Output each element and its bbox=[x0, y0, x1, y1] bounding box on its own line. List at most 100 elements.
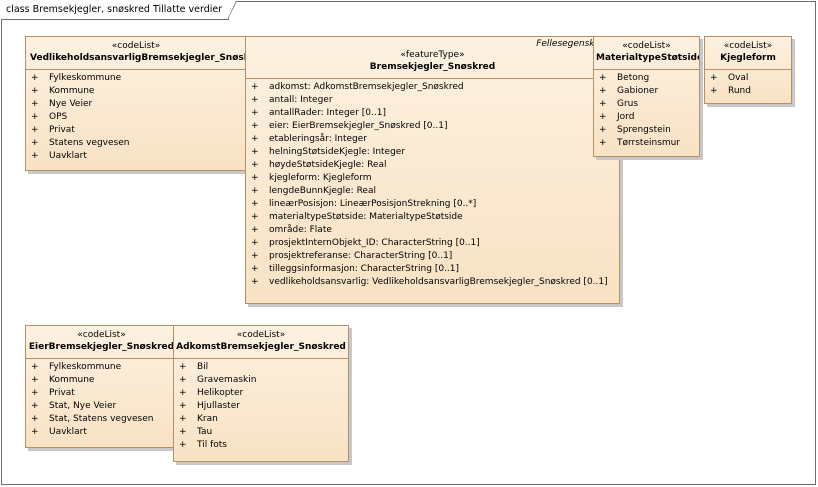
package-label: Fellesegenskaper bbox=[536, 39, 615, 49]
frame-title: class Bremsekjegler, snøskred Tillatte v… bbox=[1, 1, 238, 20]
public-visibility-marker: + bbox=[251, 147, 259, 157]
class-kjegleform[interactable]: «codeList» Kjegleform +Oval+Rund bbox=[704, 36, 792, 104]
code-value-row: +Fylkeskommune bbox=[26, 72, 246, 85]
item-text: materialtypeStøtside: MaterialtypeStøtsi… bbox=[269, 212, 463, 222]
class-items: +Betong+Gabioner+Grus+Jord+Sprengstein+T… bbox=[594, 70, 699, 150]
attribute-row: +eier: EierBremsekjegler_Snøskred [0..1] bbox=[246, 120, 619, 133]
public-visibility-marker: + bbox=[179, 414, 187, 424]
code-value-row: +Stat, Statens vegvesen bbox=[26, 413, 177, 426]
public-visibility-marker: + bbox=[599, 86, 607, 96]
public-visibility-marker: + bbox=[599, 125, 607, 135]
code-value-row: +Grus bbox=[594, 98, 699, 111]
item-text: helningStøtsideKjegle: Integer bbox=[269, 147, 406, 157]
class-header: «codeList» MaterialtypeStøtside bbox=[594, 37, 699, 70]
code-value-row: + Jord bbox=[594, 111, 699, 124]
class-name: Bremsekjegler_Snøskred bbox=[369, 62, 496, 72]
public-visibility-marker: + bbox=[251, 82, 259, 92]
attribute-row: + prosjektInternObjekt_ID: CharacterStrin… bbox=[246, 237, 619, 250]
item-text: Privat bbox=[49, 125, 75, 135]
item-text: Hjullaster bbox=[197, 401, 240, 411]
code-value-row: + Tørrsteinsmur bbox=[594, 137, 699, 150]
item-text: etableringsår: Integer bbox=[269, 134, 367, 144]
item-text: Uavklart bbox=[49, 151, 87, 161]
public-visibility-marker: + bbox=[251, 251, 259, 261]
item-text: Fylkeskommune bbox=[49, 362, 122, 372]
item-text: Jord bbox=[617, 112, 635, 122]
public-visibility-marker: + bbox=[179, 362, 187, 372]
class-items: +Fylkeskommune+Kommune+Privat+Stat, Nye … bbox=[26, 359, 177, 439]
item-text: Sprengstein bbox=[617, 125, 671, 135]
item-text: område: Flate bbox=[269, 225, 332, 235]
public-visibility-marker: + bbox=[31, 112, 39, 122]
stereotype-label: «codeList» bbox=[111, 41, 161, 51]
item-text: Privat bbox=[49, 388, 75, 398]
item-text: prosjektreferanse: CharacterString [0..1… bbox=[269, 251, 453, 261]
public-visibility-marker: + bbox=[31, 86, 39, 96]
public-visibility-marker: + bbox=[599, 112, 607, 122]
public-visibility-marker: + bbox=[251, 238, 259, 248]
public-visibility-marker: + bbox=[710, 86, 718, 96]
item-text: OPS bbox=[49, 112, 68, 122]
attribute-row: + etableringsår: Integer bbox=[246, 133, 619, 146]
class-attributes: + adkomst: AdkomstBremsekjegler_Snøskred +… bbox=[246, 79, 619, 289]
class-name: EierBremsekjegler_Snøskred bbox=[28, 342, 175, 352]
code-value-row: + OPS bbox=[26, 111, 246, 124]
code-value-row: + Nye Veier bbox=[26, 98, 246, 111]
code-value-row: +Uavklart bbox=[26, 426, 177, 439]
public-visibility-marker: + bbox=[251, 160, 259, 170]
attribute-row: +lengdeBunnKjegle: Real bbox=[246, 185, 619, 198]
item-text: Stat, Statens vegvesen bbox=[49, 414, 154, 424]
public-visibility-marker: + bbox=[251, 134, 259, 144]
item-text: Til fots bbox=[197, 440, 227, 450]
item-text: Grus bbox=[617, 99, 639, 109]
stereotype-label: «codeList» bbox=[622, 41, 671, 51]
public-visibility-marker: + bbox=[31, 427, 39, 437]
stereotype-label: «codeList» bbox=[236, 330, 286, 340]
public-visibility-marker: + bbox=[179, 427, 187, 437]
code-value-row: + Sprengstein bbox=[594, 124, 699, 137]
public-visibility-marker: + bbox=[251, 212, 259, 222]
class-eier-bremsekjegler[interactable]: «codeList» EierBremsekjegler_Snøskred +F… bbox=[25, 325, 178, 448]
class-header: «codeList» Kjegleform bbox=[705, 37, 791, 70]
public-visibility-marker: + bbox=[251, 173, 259, 183]
item-text: Gravemaskin bbox=[197, 375, 257, 385]
item-text: Tørrsteinsmur bbox=[617, 138, 681, 148]
item-text: Gabioner bbox=[617, 86, 659, 96]
public-visibility-marker: + bbox=[31, 401, 39, 411]
item-text: vedlikeholdsansvarlig: Vedlikeholdsansva… bbox=[269, 277, 608, 287]
attribute-row: +antallRader: Integer [0..1] bbox=[246, 107, 619, 120]
class-vedlikeholdsansvarlig[interactable]: «codeList» VedlikeholdsansvarligBremsekj… bbox=[25, 36, 247, 171]
item-text: Kommune bbox=[49, 86, 95, 96]
item-text: tilleggsinformasjon: CharacterString [0.… bbox=[269, 264, 460, 274]
class-materialtype-stotside[interactable]: «codeList» MaterialtypeStøtside +Betong+… bbox=[593, 36, 700, 157]
class-header: «codeList» VedlikeholdsansvarligBremsekj… bbox=[26, 37, 246, 70]
code-value-row: +Oval bbox=[705, 72, 791, 85]
public-visibility-marker: + bbox=[31, 73, 39, 83]
item-text: Nye Veier bbox=[49, 99, 93, 109]
code-value-row: + Kommune bbox=[26, 85, 246, 98]
item-text: Stat, Nye Veier bbox=[49, 401, 117, 411]
class-name: MaterialtypeStøtside bbox=[596, 53, 700, 63]
item-text: Kran bbox=[197, 414, 218, 424]
item-text: Helikopter bbox=[197, 388, 244, 398]
class-bremsekjegler-snoskred[interactable]: Fellesegenskaper «featureType» Bremsekje… bbox=[245, 36, 620, 304]
public-visibility-marker: + bbox=[251, 199, 259, 209]
code-value-row: +Kommune bbox=[26, 374, 177, 387]
stereotype-label: «codeList» bbox=[723, 41, 773, 51]
public-visibility-marker: + bbox=[599, 138, 607, 148]
public-visibility-marker: + bbox=[710, 73, 718, 83]
item-text: prosjektInternObjekt_ID: CharacterString… bbox=[269, 238, 480, 248]
class-adkomst-bremsekjegler[interactable]: «codeList» AdkomstBremsekjegler_Snøskred… bbox=[173, 325, 349, 462]
code-value-row: +Privat bbox=[26, 124, 246, 137]
public-visibility-marker: + bbox=[251, 121, 259, 131]
item-text: adkomst: AdkomstBremsekjegler_Snøskred bbox=[269, 82, 464, 92]
code-value-row: +Helikopter bbox=[174, 387, 348, 400]
public-visibility-marker: + bbox=[31, 99, 39, 109]
attribute-row: + materialtypeStøtside: MaterialtypeStøts… bbox=[246, 211, 619, 224]
attribute-row: +lineærPosisjon: LineærPosisjonStrekning… bbox=[246, 198, 619, 211]
public-visibility-marker: + bbox=[179, 440, 187, 450]
attribute-row: + vedlikeholdsansvarlig: Vedlikeholdsansv… bbox=[246, 276, 619, 289]
code-value-row: +Gravemaskin bbox=[174, 374, 348, 387]
public-visibility-marker: + bbox=[31, 375, 39, 385]
public-visibility-marker: + bbox=[251, 277, 259, 287]
